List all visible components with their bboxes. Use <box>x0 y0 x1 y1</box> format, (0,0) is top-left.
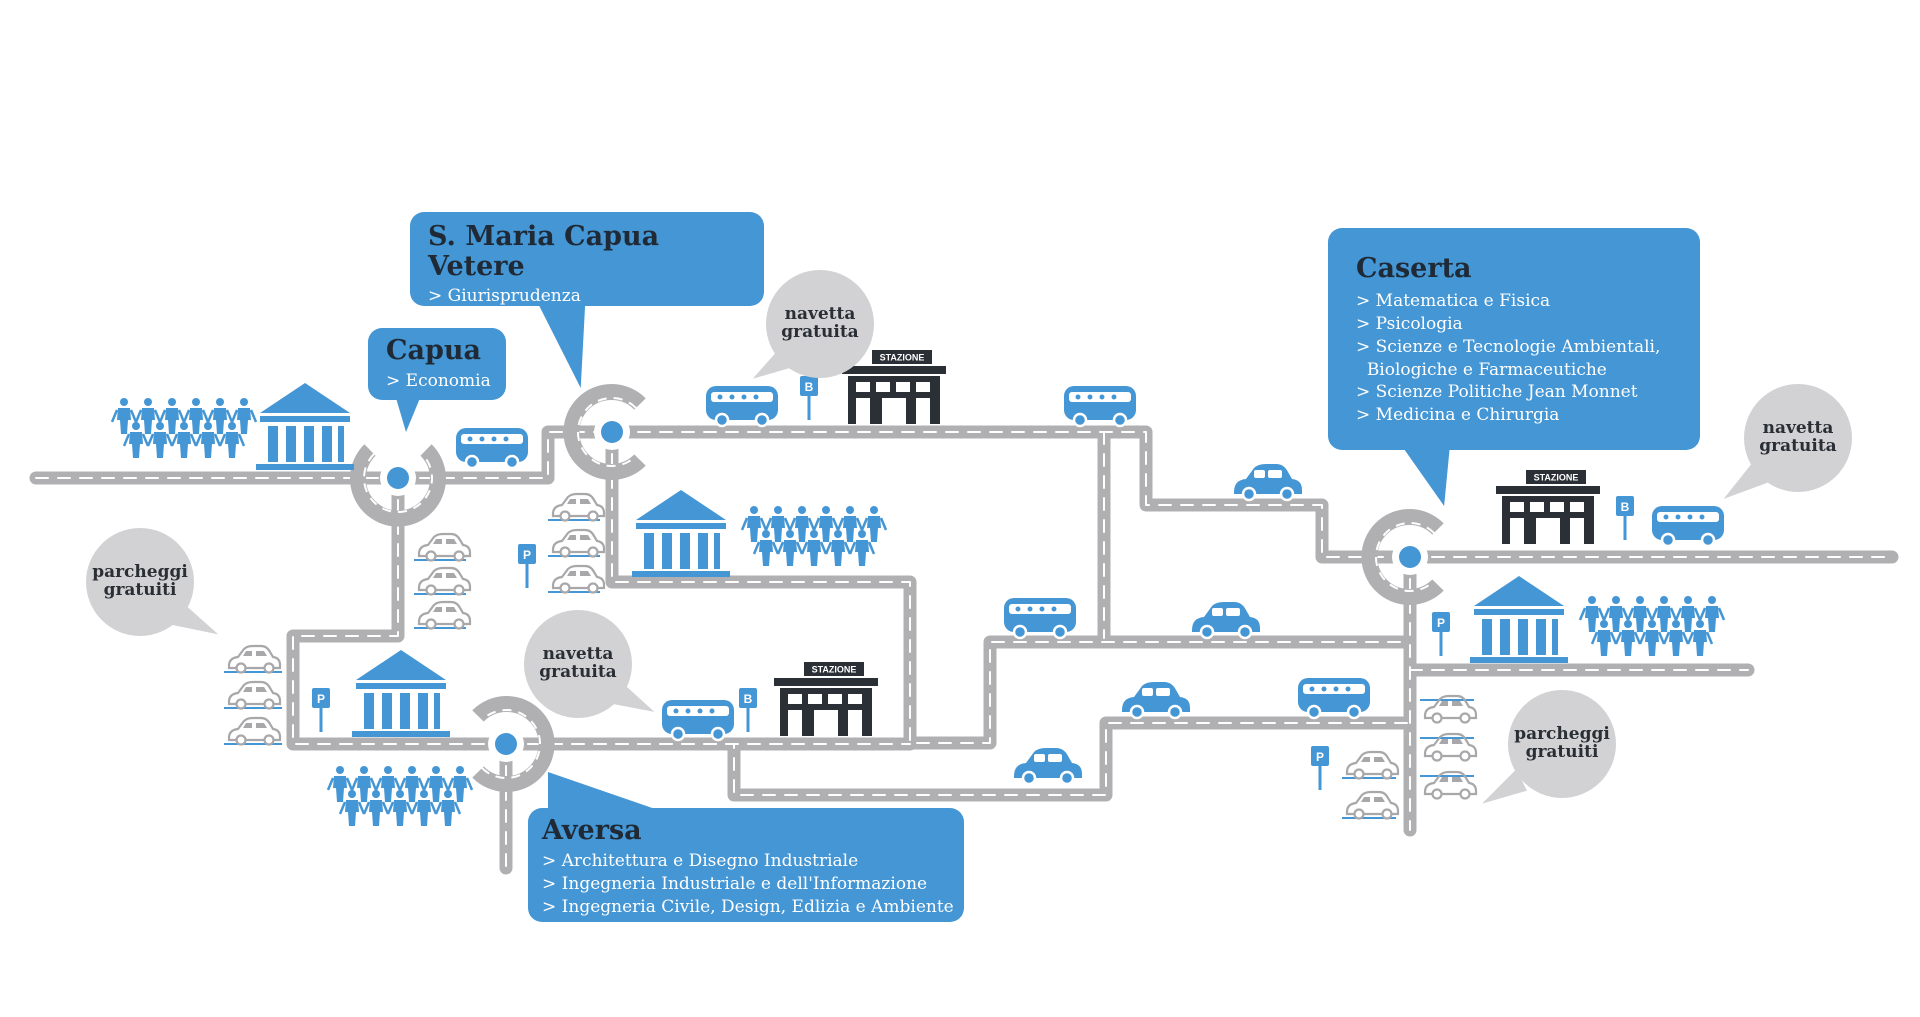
car-icon <box>1232 462 1304 502</box>
department-item: Ingegneria Civile, Design, Edlizia e Amb… <box>542 896 954 919</box>
svg-text:P: P <box>317 692 325 706</box>
svg-text:STAZIONE: STAZIONE <box>812 665 857 675</box>
bus-stop-sign-icon: B <box>1616 496 1634 540</box>
department-item: Architettura e Disegno Industriale <box>542 850 950 873</box>
department-item: Lettere e Beni Culturali <box>428 308 746 331</box>
parking-sign-icon: P <box>1432 612 1450 656</box>
parking-sign-icon: P <box>1311 746 1329 790</box>
car-icon <box>1190 600 1262 640</box>
department-item: Giurisprudenza <box>428 285 746 308</box>
parking-lot <box>548 492 606 594</box>
parking-lot <box>1342 750 1400 820</box>
svg-text:STAZIONE: STAZIONE <box>880 353 925 363</box>
road-network <box>29 425 1899 875</box>
bubble-navetta-aversa: navetta gratuita <box>524 610 632 718</box>
svg-text:STAZIONE: STAZIONE <box>1534 473 1579 483</box>
callout-capua: Capua Economia <box>368 328 506 400</box>
city-name-smcv: S. Maria Capua Vetere <box>428 221 660 282</box>
people-icon <box>1580 596 1724 656</box>
bus-icon <box>1062 384 1138 428</box>
people-icon <box>742 506 886 566</box>
parking-lot <box>1420 694 1478 800</box>
department-item: Psicologia <box>1356 313 1672 336</box>
svg-text:B: B <box>805 380 814 394</box>
bus-stop-sign-icon: B <box>739 688 757 732</box>
department-item: Scienze Politiche Jean Monnet <box>1356 381 1672 404</box>
callout-smcv: S. Maria Capua Vetere Giurisprudenza Let… <box>410 212 764 329</box>
bus-icon <box>660 698 736 742</box>
parking-lot <box>224 644 282 746</box>
car-icon <box>1012 746 1084 786</box>
department-item: Medicina e Chirurgia <box>1356 404 1672 427</box>
department-item: Ingegneria Industriale e dell'Informazio… <box>542 873 950 896</box>
bubble-navetta-caserta: navetta gratuita <box>1744 384 1852 492</box>
svg-text:P: P <box>523 548 531 562</box>
station-icon: STAZIONE <box>842 350 946 424</box>
university-icon <box>632 490 730 577</box>
svg-text:P: P <box>1437 616 1445 630</box>
city-name-aversa: Aversa <box>542 815 642 846</box>
department-item: Economia <box>386 370 491 393</box>
city-name-caserta: Caserta <box>1356 253 1472 284</box>
parking-lot <box>414 532 472 630</box>
bus-icon <box>1650 504 1726 548</box>
bus-stop-sign-icon: B <box>800 376 818 420</box>
department-item: Biologiche e Farmaceutiche <box>1366 359 1607 380</box>
callout-aversa: Aversa Architettura e Disegno Industrial… <box>528 808 964 922</box>
callout-caserta: Caserta Matematica e Fisica Psicologia S… <box>1328 228 1700 450</box>
people-icon <box>112 398 256 458</box>
department-item: Scienze e Tecnologie Ambientali, <box>1356 336 1672 359</box>
department-item: Matematica e Fisica <box>1356 290 1672 313</box>
university-icon <box>256 383 354 470</box>
parking-sign-icon: P <box>518 544 536 588</box>
station-icon: STAZIONE <box>1496 470 1600 544</box>
city-name-capua: Capua <box>386 335 481 366</box>
svg-text:P: P <box>1316 750 1324 764</box>
svg-text:B: B <box>744 692 753 706</box>
parking-sign-icon: P <box>312 688 330 732</box>
people-icon <box>328 766 472 826</box>
university-icon <box>1470 576 1568 663</box>
bus-icon <box>1002 596 1078 640</box>
bus-icon <box>454 426 530 470</box>
station-icon: STAZIONE <box>774 662 878 736</box>
bubble-parcheggi-capua: parcheggi gratuiti <box>86 528 194 636</box>
svg-text:B: B <box>1621 500 1630 514</box>
bubble-parcheggi-caserta: parcheggi gratuiti <box>1508 690 1616 798</box>
bus-icon <box>1296 676 1372 720</box>
university-icon <box>352 650 450 737</box>
bus-icon <box>704 384 780 428</box>
bubble-navetta-smcv: navetta gratuita <box>766 270 874 378</box>
car-icon <box>1120 680 1192 720</box>
